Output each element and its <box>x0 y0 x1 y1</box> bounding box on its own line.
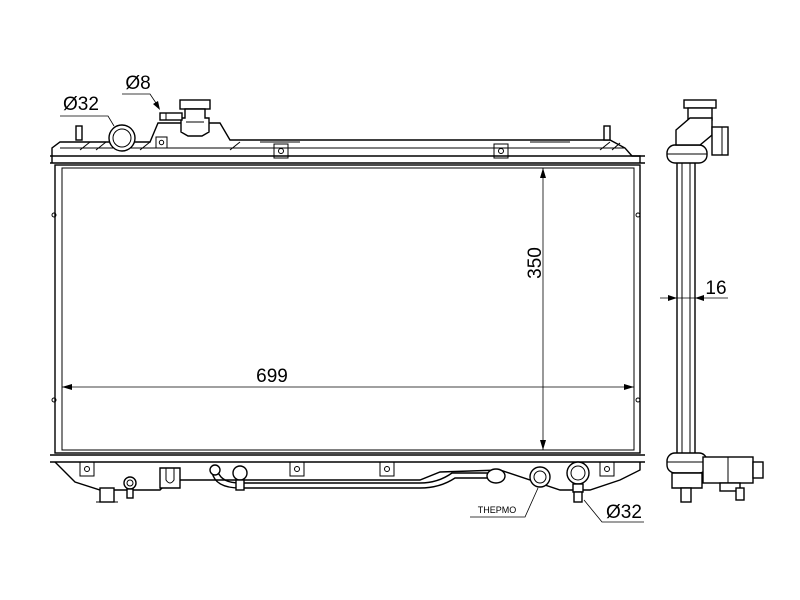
callout-outlet-diameter: Ø32 <box>583 499 644 523</box>
side-core <box>676 159 696 461</box>
radiator-cap <box>179 99 211 137</box>
side-mount-holes <box>51 212 641 403</box>
radiator-front-view <box>50 99 645 503</box>
height-dimension-label: 350 <box>525 247 546 279</box>
filler-neck <box>108 124 136 152</box>
bottom-tank <box>50 454 645 503</box>
radiator-side-view <box>666 99 764 503</box>
callout-cap-diameter: Ø32 <box>60 94 115 127</box>
thermo-label: THEPMO <box>478 505 517 515</box>
dimension-thickness: 16 <box>660 278 728 301</box>
callout-overflow-diameter: Ø8 <box>122 73 160 110</box>
top-tank <box>50 122 645 164</box>
outlet-diameter-label: Ø32 <box>606 502 642 523</box>
overflow-nipple <box>159 112 183 121</box>
radiator-core-inner <box>61 167 635 451</box>
cap-diameter-label: Ø32 <box>63 94 99 115</box>
callout-thermo: THEPMO <box>470 487 539 518</box>
thickness-dimension-label: 16 <box>705 278 726 299</box>
dimension-width: 699 <box>62 366 634 390</box>
width-dimension-label: 699 <box>256 366 288 387</box>
overflow-diameter-label: Ø8 <box>125 73 150 94</box>
radiator-core <box>54 164 641 454</box>
dimension-height: 350 <box>525 168 546 450</box>
